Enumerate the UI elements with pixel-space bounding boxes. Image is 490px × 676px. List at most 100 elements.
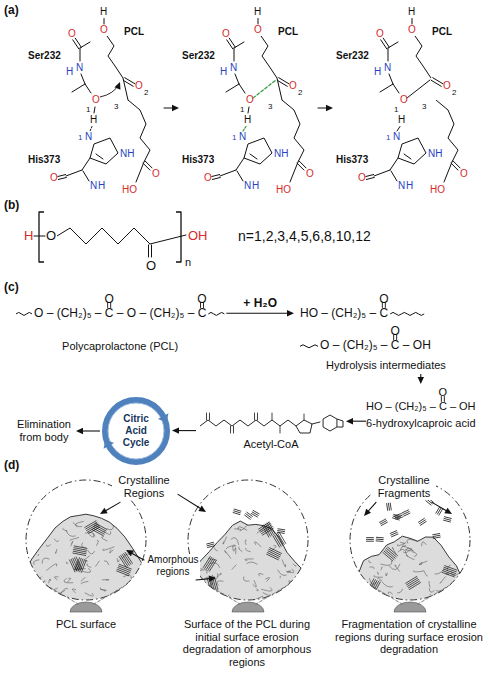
crystalline-lamella	[278, 529, 285, 530]
crystalline-lamella	[245, 515, 251, 519]
chemical-formula: HO – (CH₂)₅ – C	[300, 306, 388, 320]
stage-caption: Surface of the PCL during initial surfac…	[172, 618, 322, 669]
amorphous-chain	[282, 560, 286, 568]
bond-line	[279, 78, 289, 84]
amorphous-chain	[450, 592, 452, 596]
bond-line	[337, 419, 343, 427]
arrow-head	[126, 550, 134, 556]
amorphous-chain	[38, 581, 45, 588]
magnifier-line	[208, 585, 240, 604]
crystalline-lamella	[251, 514, 257, 517]
amorphous-chain	[234, 529, 241, 531]
bond-line	[433, 78, 443, 84]
bond-line	[254, 413, 255, 420]
crystalline-lamella	[444, 518, 451, 520]
pcl-particle	[70, 602, 102, 612]
chemical-formula: O – (CH₂)₅ – C – OH	[320, 338, 431, 352]
flow-arrow	[172, 427, 196, 433]
amorphous-chain	[130, 593, 141, 598]
residue-name: Ser232	[336, 50, 369, 62]
crystalline-lamella	[384, 551, 394, 559]
crystalline-lamella	[259, 522, 270, 529]
amorphous-chain	[429, 581, 430, 587]
amorphous-chain	[413, 571, 423, 572]
crystalline-lamella	[444, 517, 451, 519]
bond-line	[104, 19, 105, 25]
atom-number: 1	[394, 105, 398, 115]
amorphous-chain	[401, 546, 411, 550]
atom-label: H	[90, 114, 97, 126]
arrow-head	[444, 508, 452, 514]
crystalline-lamella	[366, 539, 373, 540]
amorphous-chain	[280, 576, 281, 578]
outcome-text: Elimination from body	[12, 418, 76, 444]
crystalline-lamella	[385, 550, 395, 558]
amorphous-chain	[46, 564, 57, 571]
amorphous-chain	[81, 577, 85, 581]
atom-label: H	[406, 180, 413, 192]
amorphous-chain	[278, 570, 287, 576]
compound-node: O – (CH₂)₅ – C – O – (CH₂)₅ – CPolycapro…	[14, 290, 226, 356]
atom-label: O	[306, 168, 314, 180]
bond-line	[212, 177, 220, 179]
bond-line	[72, 84, 85, 92]
bond-line	[209, 413, 210, 420]
atom-label: O	[197, 293, 206, 305]
atom-label: O	[460, 168, 468, 180]
amorphous-chain	[231, 538, 239, 545]
cycle-ring-highlight	[108, 403, 164, 459]
bond-line	[233, 426, 234, 433]
amorphous-chain	[40, 583, 48, 588]
crystalline-lamella	[436, 507, 440, 513]
bond-line	[200, 420, 296, 426]
amorphous-chain	[89, 533, 93, 537]
cycle-circle: Citric Acid Cycle	[100, 395, 172, 467]
compound-name: Acetyl-CoA	[243, 438, 298, 451]
amorphous-chain	[377, 572, 378, 575]
bond-line	[397, 127, 400, 132]
arrow-head	[198, 506, 206, 512]
atom-label: O	[46, 228, 56, 244]
amorphous-chain	[232, 565, 237, 570]
amorphous-chain	[233, 545, 236, 551]
amorphous-chain	[34, 560, 40, 565]
magnifier-outline	[188, 480, 308, 600]
bond-line	[136, 162, 144, 182]
amorphous-chain	[104, 531, 111, 534]
bond-line	[239, 84, 245, 93]
crystalline-lamella	[406, 576, 417, 583]
atom-label: NH	[428, 148, 442, 160]
cycle-arrow-head	[104, 440, 115, 449]
amorphous-chain	[407, 539, 418, 543]
crystalline-lamella	[442, 572, 454, 576]
bond-line	[299, 161, 306, 168]
atom-label: H	[100, 6, 107, 18]
callout-label: Amorphous regions	[146, 554, 200, 578]
crystalline-lamella	[433, 534, 440, 535]
arrow-head	[172, 427, 179, 433]
polymer-surface	[186, 521, 310, 602]
arrow-head	[364, 509, 371, 516]
amorphous-chain	[358, 582, 362, 587]
flow-arrow	[226, 310, 294, 316]
amorphous-chain	[54, 539, 59, 542]
atom-label: N	[244, 180, 251, 192]
crystalline-lamella	[420, 521, 426, 525]
bond-line	[80, 48, 81, 61]
bond-line	[212, 175, 220, 177]
bond-line	[412, 19, 413, 25]
crystalline-lamella	[426, 501, 431, 505]
amorphous-chain	[287, 571, 291, 573]
magnifier-line	[370, 585, 402, 604]
crystalline-lamella	[233, 512, 240, 514]
bond-line	[257, 413, 258, 420]
atom-label: O	[408, 24, 416, 36]
bond-line	[296, 420, 312, 433]
bond-line	[85, 84, 91, 93]
atom-label: HO	[122, 184, 137, 196]
magnified-surface	[348, 498, 472, 602]
amorphous-chain	[412, 552, 417, 557]
bond-line	[258, 19, 259, 25]
amorphous-chain	[96, 561, 100, 567]
amorphous-chain	[210, 592, 214, 596]
